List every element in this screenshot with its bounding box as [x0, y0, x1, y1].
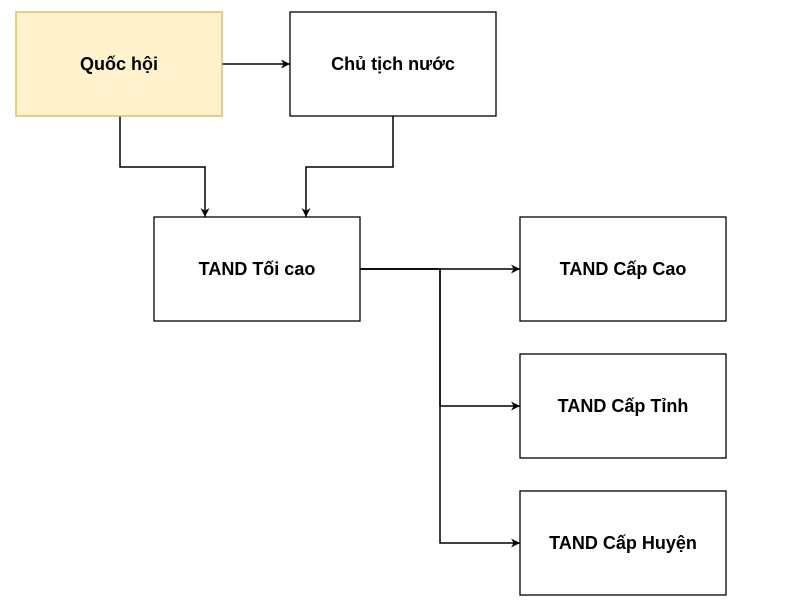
node-label: Quốc hội — [80, 54, 158, 74]
node-label: Chủ tịch nước — [331, 54, 455, 74]
node-box — [519, 353, 727, 459]
node-tand-cap-tinh: TAND Cấp Tỉnh — [519, 353, 727, 459]
node-box — [153, 216, 361, 322]
edge-tand-toi-cao-to-tand-cap-huyen — [360, 268, 520, 548]
node-chu-tich-nuoc: Chủ tịch nước — [289, 11, 497, 117]
node-box — [289, 11, 497, 117]
node-box — [15, 11, 223, 117]
node-label: TAND Cấp Cao — [560, 259, 687, 279]
node-tand-cap-huyen: TAND Cấp Huyện — [519, 490, 727, 596]
node-quoc-hoi: Quốc hội — [15, 11, 223, 117]
node-box — [519, 216, 727, 322]
node-label: TAND Cấp Tỉnh — [558, 396, 689, 416]
node-label: TAND Cấp Huyện — [549, 533, 697, 553]
edge-quoc-hoi-to-tand-toi-cao — [119, 116, 210, 217]
edge-chu-tich-nuoc-to-tand-toi-cao — [301, 116, 394, 217]
node-tand-toi-cao: TAND Tối cao — [153, 216, 361, 322]
edges — [119, 59, 520, 548]
node-tand-cap-cao: TAND Cấp Cao — [519, 216, 727, 322]
node-label: TAND Tối cao — [199, 259, 316, 279]
node-box — [519, 490, 727, 596]
